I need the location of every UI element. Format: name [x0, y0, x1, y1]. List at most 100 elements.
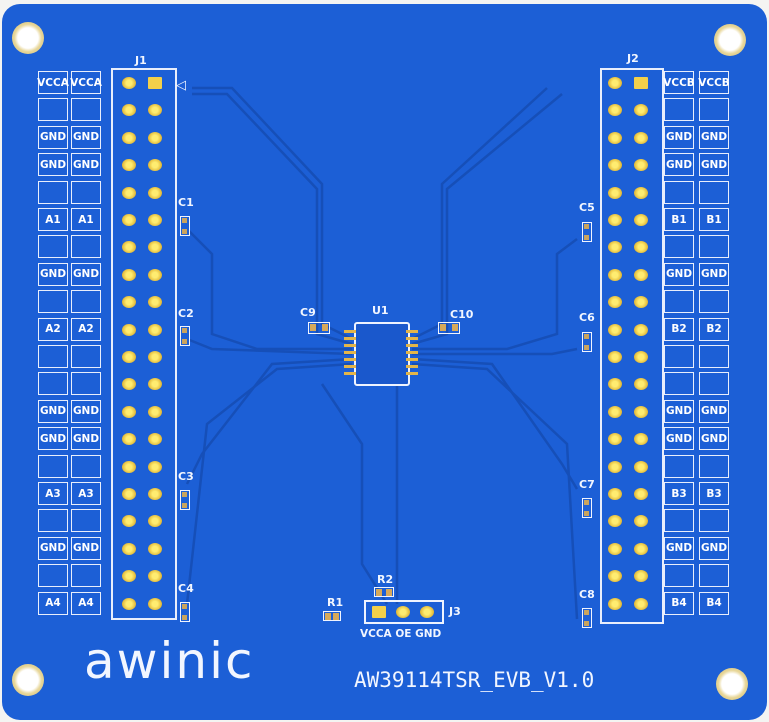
c3-label: C3	[178, 470, 194, 483]
j1-pin-label: A4	[38, 591, 68, 615]
header-pin	[122, 351, 136, 363]
j2-pin-label	[699, 180, 729, 204]
header-pin	[634, 542, 648, 555]
ic-pin	[344, 365, 356, 368]
r2-resistor	[374, 587, 394, 597]
header-pin	[148, 488, 162, 500]
j2-header	[600, 68, 664, 624]
c2-capacitor	[180, 326, 190, 346]
header-pin	[122, 104, 136, 117]
j1-pin-label: GND	[71, 536, 101, 560]
j2-label: J2	[627, 52, 639, 65]
j1-pin-label	[38, 509, 68, 533]
j1-pin-label: A3	[38, 482, 68, 505]
header-pin	[148, 433, 162, 446]
j1-pin-label	[38, 180, 68, 204]
header-pin	[608, 131, 622, 144]
j2-pin-label	[699, 509, 729, 533]
c2-label: C2	[178, 307, 194, 320]
header-pin	[122, 405, 136, 418]
j2-pin-label: VCCB	[698, 71, 730, 94]
j2-pin-label	[664, 290, 694, 314]
header-pin	[122, 460, 136, 473]
j1-pin-label: A2	[38, 317, 68, 341]
j1-pin-label	[71, 180, 101, 204]
c1-capacitor	[180, 216, 190, 236]
header-pin	[148, 597, 162, 610]
ic-pin	[344, 330, 356, 333]
header-pin	[148, 460, 162, 473]
header-pin	[634, 351, 648, 363]
ic-pin	[344, 358, 356, 361]
header-pin	[608, 433, 622, 446]
j1-pin-label: A1	[71, 208, 101, 231]
ic-pin	[344, 337, 356, 340]
c1-label: C1	[178, 196, 194, 209]
ic-pin	[406, 372, 418, 375]
header-pin	[608, 268, 622, 281]
j1-pin-label	[38, 98, 68, 122]
mounting-hole	[12, 22, 44, 54]
j2-pin-label: B3	[699, 482, 729, 505]
header-pin	[148, 186, 162, 199]
header-pin	[608, 241, 622, 254]
j1-pin-label: VCCA	[70, 71, 102, 94]
header-pin	[634, 433, 648, 446]
j1-pin-label: GND	[38, 125, 68, 149]
header-pin	[122, 515, 136, 528]
header-pin	[148, 77, 162, 89]
j2-pin-label	[664, 454, 694, 478]
c7-label: C7	[579, 478, 595, 491]
ic-pin	[406, 344, 418, 347]
header-pin	[148, 214, 162, 226]
j1-pin-label	[71, 454, 101, 478]
j2-pin-label	[664, 180, 694, 204]
header-pin	[608, 488, 622, 500]
header-pin	[122, 323, 136, 336]
header-pin	[634, 488, 648, 500]
ic-pin	[406, 365, 418, 368]
j2-pin-label: GND	[699, 153, 729, 177]
j1-pin-label: GND	[38, 153, 68, 177]
j2-pin-label: B4	[664, 591, 694, 615]
header-pin	[608, 323, 622, 336]
header-pin	[634, 405, 648, 418]
mounting-hole	[12, 664, 44, 696]
header-pin	[122, 159, 136, 172]
j1-pin-label	[71, 509, 101, 533]
j1-pin-label: GND	[71, 262, 101, 286]
j2-pin-label	[664, 372, 694, 396]
c9-capacitor	[308, 322, 330, 334]
c6-capacitor	[582, 332, 592, 352]
c8-label: C8	[579, 588, 595, 601]
ic-pin	[344, 351, 356, 354]
header-pin	[122, 433, 136, 446]
header-pin	[148, 542, 162, 555]
j2-pin-label: B2	[664, 317, 694, 341]
j1-pin-label: A4	[71, 591, 101, 615]
header-pin	[122, 296, 136, 309]
j2-pin-label: GND	[664, 536, 694, 560]
j2-pin-label: B1	[699, 208, 729, 231]
j2-pin-label	[699, 345, 729, 368]
c3-capacitor	[180, 490, 190, 510]
header-pin	[122, 241, 136, 254]
j2-pin-label	[664, 345, 694, 368]
board-model-label: AW39114TSR_EVB_V1.0	[354, 668, 595, 692]
j2-pin-label	[664, 98, 694, 122]
j2-pin-label	[699, 98, 729, 122]
c10-capacitor	[438, 322, 460, 334]
j2-pin-label: GND	[699, 536, 729, 560]
header-pin	[148, 131, 162, 144]
header-pin	[608, 515, 622, 528]
c7-capacitor	[582, 498, 592, 518]
j1-pin-label: A2	[71, 317, 101, 341]
ic-pin	[406, 337, 418, 340]
j2-pin-label: VCCB	[663, 71, 695, 94]
j1-pin-label: GND	[71, 399, 101, 423]
header-pin	[634, 323, 648, 336]
header-pin	[634, 570, 648, 583]
header-pin	[148, 268, 162, 281]
c4-capacitor	[180, 602, 190, 622]
